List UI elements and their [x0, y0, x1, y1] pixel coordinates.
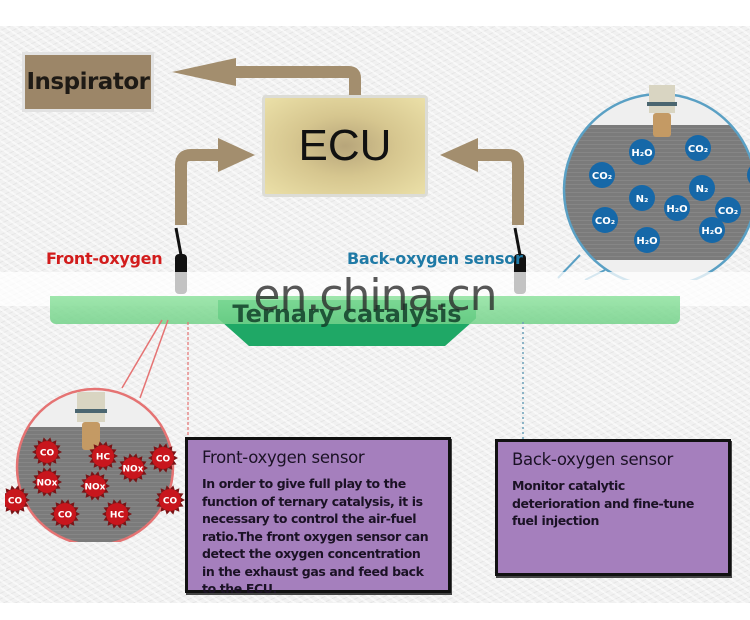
pollutant-co: CO: [5, 485, 30, 515]
front-sensor-info-box: Front-oxygen sensor In order to give ful…: [185, 437, 451, 596]
svg-text:CO: CO: [156, 455, 171, 465]
watermark: en.china.cn: [253, 270, 497, 321]
pollutant-nox: NOx: [80, 471, 110, 501]
pollutant-co: CO: [32, 437, 62, 467]
front-oxygen-label: Front-oxygen: [46, 249, 163, 268]
pollutant-co: CO: [148, 443, 178, 473]
arrow-ecu-to-inspirator: [172, 58, 361, 95]
pollutant-co: CO: [50, 499, 80, 529]
svg-text:HC: HC: [110, 511, 125, 521]
pollutant-hc: HC: [102, 499, 132, 529]
catalyst-label: Ternary catalysis: [232, 300, 462, 328]
pollutant-nox: NOx: [32, 467, 62, 497]
molecule-n2: N₂: [629, 185, 655, 211]
molecule-co2: CO₂: [685, 135, 711, 161]
svg-text:N₂: N₂: [696, 184, 709, 195]
back-sensor-info-text: Monitor catalytic deterioration and fine…: [512, 478, 694, 528]
svg-text:NOx: NOx: [123, 465, 144, 475]
svg-text:NOx: NOx: [37, 479, 58, 489]
svg-text:CO₂: CO₂: [592, 171, 612, 182]
svg-text:H₂O: H₂O: [666, 204, 687, 215]
svg-text:CO₂: CO₂: [595, 216, 615, 227]
svg-text:CO₂: CO₂: [688, 144, 708, 155]
pollutant-co: CO: [155, 485, 185, 515]
svg-text:CO: CO: [58, 511, 73, 521]
molecule-h2o: H₂O: [664, 195, 690, 221]
back-oxygen-label: Back-oxygen sensor: [347, 249, 523, 268]
pollutant-nox: NOx: [118, 453, 148, 483]
back-sensor-info-title: Back-oxygen sensor: [512, 450, 674, 469]
molecule-co2: CO₂: [592, 207, 618, 233]
molecule-n2: N₂: [689, 175, 715, 201]
ecu-box: ECU: [262, 95, 428, 197]
molecule-co2: CO₂: [589, 162, 615, 188]
back-sensor-info-box: Back-oxygen sensor Monitor catalytic det…: [495, 439, 731, 576]
svg-text:CO: CO: [163, 497, 178, 507]
svg-text:N₂: N₂: [636, 194, 649, 205]
svg-text:H₂O: H₂O: [701, 226, 722, 237]
svg-text:CO: CO: [40, 449, 55, 459]
svg-text:H₂O: H₂O: [636, 236, 657, 247]
arrow-back-to-ecu: [440, 138, 524, 225]
molecule-h2o: H₂O: [634, 227, 660, 253]
exhaust-pipe: [50, 296, 680, 324]
svg-text:NOx: NOx: [85, 483, 106, 493]
svg-text:CO₂: CO₂: [718, 206, 738, 217]
molecule-h2o: H₂O: [699, 217, 725, 243]
molecule-co2: CO₂: [715, 197, 741, 223]
pollutant-hc: HC: [88, 441, 118, 471]
molecule-h2o: H₂O: [629, 139, 655, 165]
front-sensor-info-text: In order to give full play to the functi…: [202, 476, 429, 596]
front-zoom-connector: [139, 319, 169, 399]
sensor-tip-icon: [75, 392, 107, 450]
svg-text:H₂O: H₂O: [631, 148, 652, 159]
svg-text:CO: CO: [8, 497, 23, 507]
arrow-front-to-ecu: [175, 138, 255, 225]
back-sensor-zoom: H₂O CO₂ CO₂ N₂ N₂ N₂ H₂O CO₂ CO₂ H₂O H₂O: [557, 85, 750, 280]
front-zoom-connector: [121, 319, 163, 389]
molecule-n2: N₂: [747, 166, 750, 184]
front-sensor-info-title: Front-oxygen sensor: [202, 448, 365, 467]
svg-text:HC: HC: [96, 453, 111, 463]
sensor-tip-icon: [647, 85, 677, 137]
inspirator-box: Inspirator: [22, 52, 154, 112]
